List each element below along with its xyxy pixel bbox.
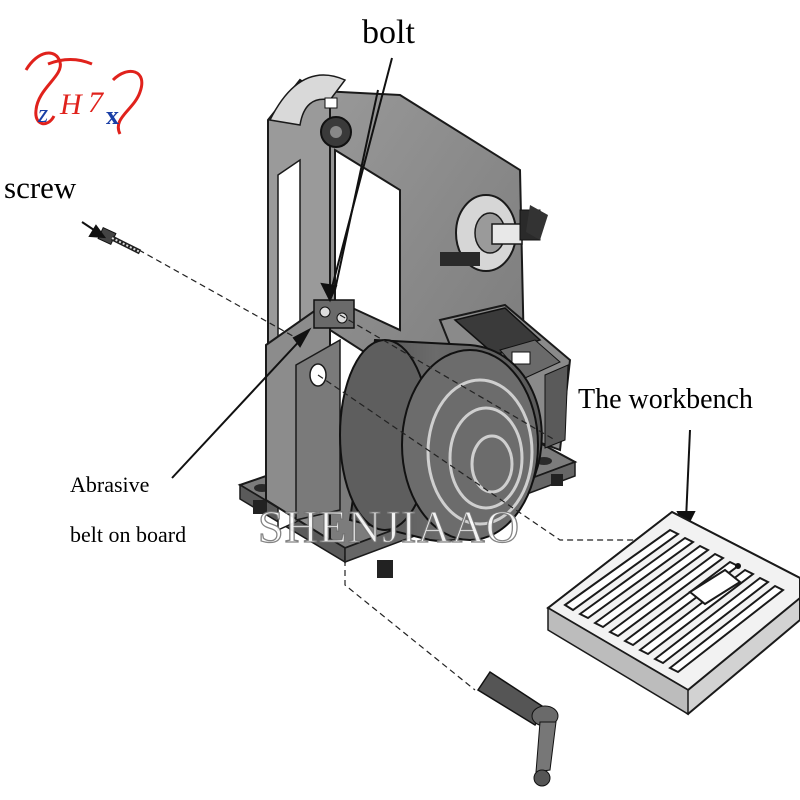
watermark-text: SHENJIAAO: [257, 500, 520, 552]
svg-text:x: x: [106, 101, 119, 130]
workbench-plate: [546, 510, 800, 716]
svg-text:7: 7: [88, 86, 105, 119]
svg-text:z: z: [37, 99, 48, 128]
leader-lines: [81, 57, 696, 531]
label-abrasive-line1: Abrasive: [70, 472, 150, 497]
drum-wheel: [339, 338, 543, 542]
brand-logo: z H 7 x: [24, 51, 144, 135]
label-bolt: bolt: [362, 14, 415, 51]
label-abrasive-line2: belt on board: [70, 522, 187, 547]
tension-disc: [440, 194, 548, 272]
assembly-guides: [129, 244, 640, 691]
svg-text:H: H: [59, 88, 84, 121]
label-screw: screw: [4, 170, 77, 205]
label-workbench: The workbench: [578, 384, 753, 415]
screw-part: [97, 226, 142, 255]
machine-frame: [265, 74, 527, 542]
handle-lever: [476, 670, 559, 787]
